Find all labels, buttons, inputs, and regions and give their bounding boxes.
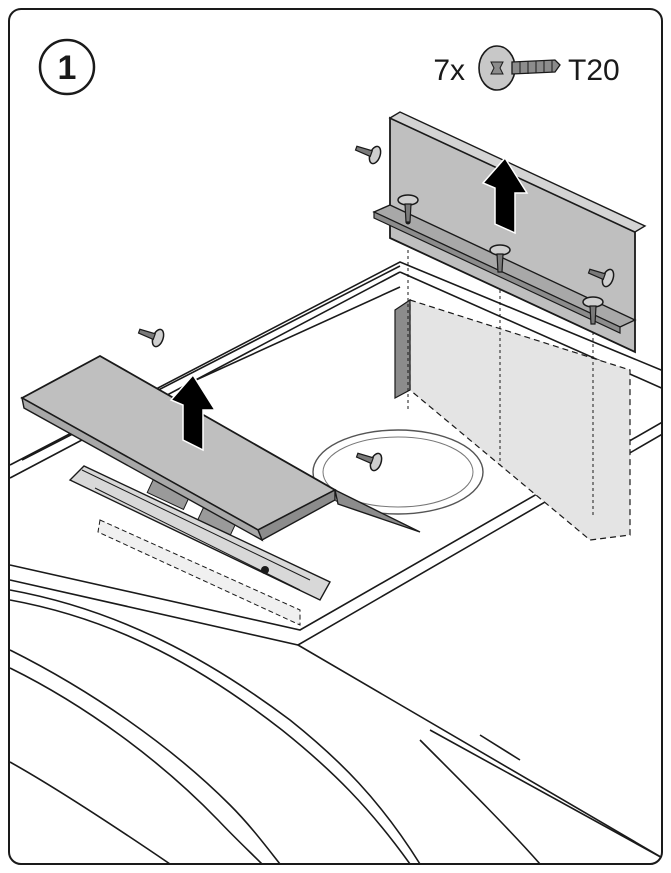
duct-ring-inner [322,436,474,508]
hood-illustration [9,111,662,864]
filter-mechanism [68,465,331,626]
torx-screw-icon [478,45,561,91]
screw-quantity: 7x [433,54,465,87]
hardware-legend: 7x T20 [433,45,620,91]
mounting-bracket [372,111,647,354]
screw-guides [407,220,594,515]
hood-body-front [9,589,662,864]
step-badge: 1 [38,38,96,96]
cover-panel [20,354,421,542]
arrow-up-icon [169,373,217,452]
duct-ring [312,429,484,515]
torx-size: T20 [568,54,620,87]
cavity-edge [394,298,411,399]
arrow-up-icon [481,156,529,235]
step-number: 1 [58,49,77,87]
